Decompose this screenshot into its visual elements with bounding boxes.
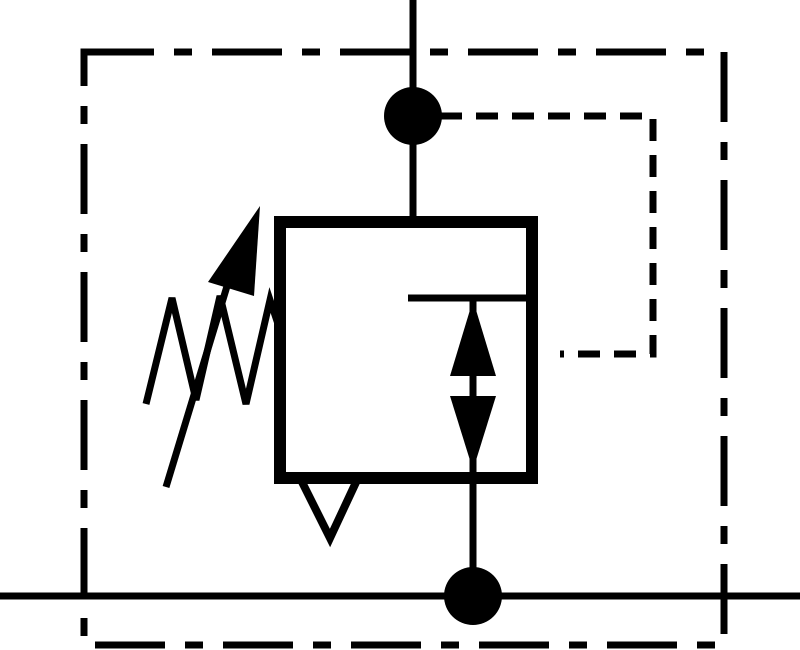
adjustable-spring xyxy=(142,287,284,405)
adjust-arrow-head xyxy=(208,206,260,296)
housing-boundary xyxy=(80,48,728,649)
outlet-junction-dot xyxy=(444,567,502,625)
pilot-line xyxy=(440,112,657,358)
exhaust-triangle xyxy=(296,476,362,548)
supply-junction-dot xyxy=(384,87,442,145)
adjust-arrow-shaft xyxy=(162,248,242,489)
flow-up-arrow xyxy=(450,300,496,376)
valve-body xyxy=(274,216,538,484)
flow-down-arrow xyxy=(450,396,496,470)
